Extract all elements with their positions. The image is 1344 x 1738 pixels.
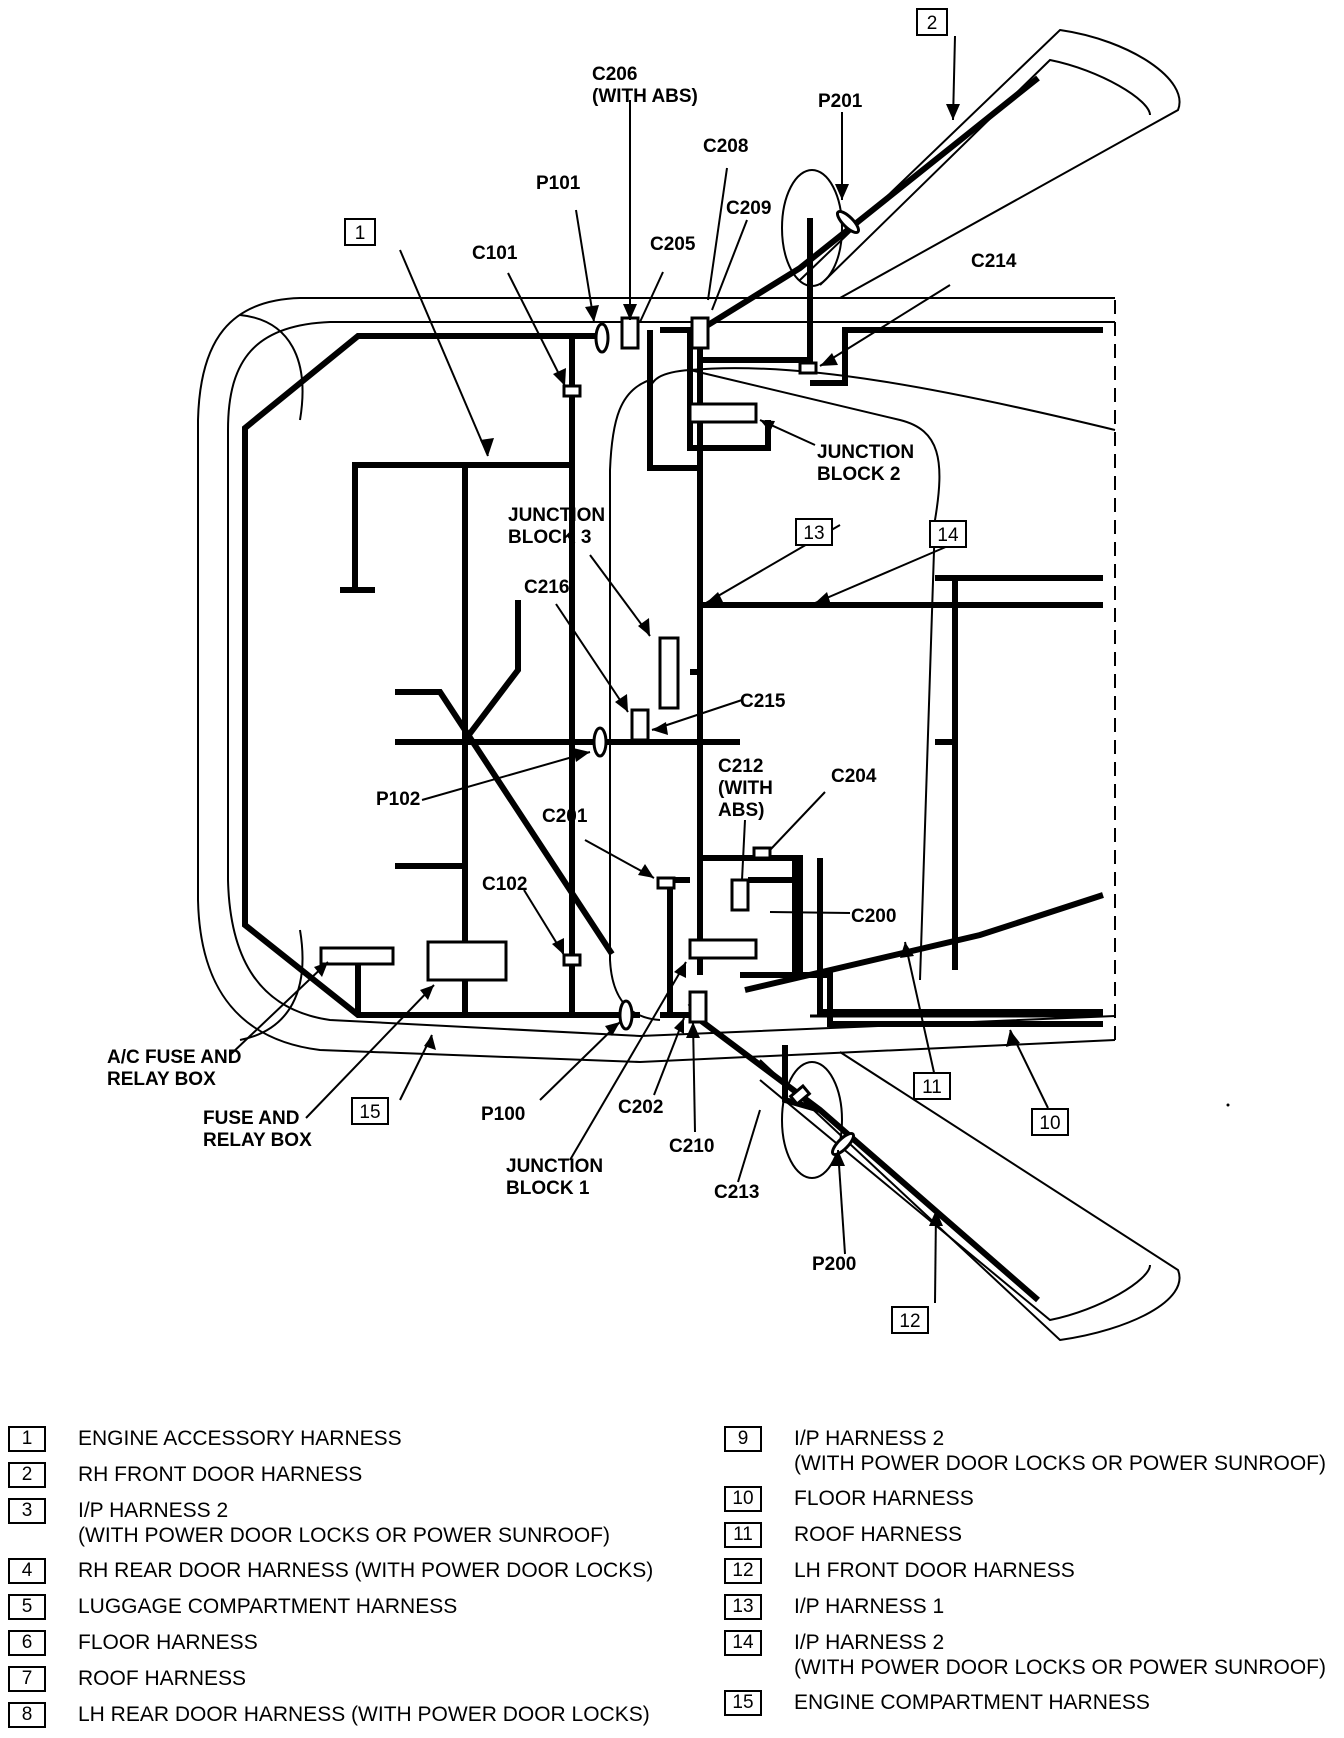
label-c213: C213 (714, 1182, 759, 1203)
harness-tag-number: 2 (927, 13, 938, 34)
legend-text: ENGINE ACCESSORY HARNESS (78, 1427, 402, 1450)
legend-text: RH FRONT DOOR HARNESS (78, 1463, 363, 1486)
legend-number-box: 15 (724, 1690, 762, 1716)
junction-boxes (319, 402, 758, 982)
harness-tag-number: 11 (922, 1077, 942, 1098)
label-c210: C210 (669, 1136, 714, 1157)
harness-tag-number: 14 (937, 525, 959, 546)
legend-text: ENGINE COMPARTMENT HARNESS (794, 1691, 1150, 1714)
label-p201: P201 (818, 91, 863, 112)
label-p101: P101 (536, 173, 581, 194)
legend-text: FLOOR HARNESS (794, 1487, 974, 1510)
legend-text: ROOF HARNESS (78, 1667, 247, 1690)
fuse-relay-box-shape (426, 940, 508, 982)
harness-tag-box (351, 1097, 389, 1125)
label-c200: C200 (851, 906, 896, 927)
legend-text: I/P HARNESS 1 (794, 1595, 945, 1618)
junction-block-2-box (688, 402, 758, 424)
legend-text: LUGGAGE COMPARTMENT HARNESS (78, 1595, 458, 1618)
leader-lines (229, 35, 1049, 1304)
harness-tag-box (1031, 1108, 1069, 1136)
legend-text: RH REAR DOOR HARNESS (WITH POWER DOOR LO… (78, 1559, 654, 1582)
legend-text: ROOF HARNESS (794, 1523, 963, 1546)
legend-text: FLOOR HARNESS (78, 1631, 258, 1654)
legend-number-box: 14 (724, 1630, 762, 1656)
harness-tag-box (344, 218, 376, 246)
legend-number-box: 2 (8, 1462, 46, 1488)
label-p102: P102 (376, 789, 420, 810)
legend-number-box: 7 (8, 1666, 46, 1692)
legend-number-box: 6 (8, 1630, 46, 1656)
legend-number-box: 8 (8, 1702, 46, 1728)
label-c204: C204 (831, 766, 877, 787)
harness-tag-box (916, 8, 948, 36)
legend-number-box: 13 (724, 1594, 762, 1620)
legend-number-box: 4 (8, 1558, 46, 1584)
label-c201: C201 (542, 806, 588, 827)
legend-number-box: 11 (724, 1522, 762, 1548)
legend-text: I/P HARNESS 2(WITH POWER DOOR LOCKS OR P… (78, 1499, 611, 1547)
label-c206: C206(WITH ABS) (592, 64, 698, 107)
legend-text: LH FRONT DOOR HARNESS (794, 1559, 1075, 1582)
legend-text: I/P HARNESS 2(WITH POWER DOOR LOCKS OR P… (794, 1427, 1327, 1475)
stray-dot (1226, 1103, 1230, 1107)
label-c208: C208 (703, 136, 748, 157)
label-c215: C215 (740, 691, 786, 712)
label-c216: C216 (524, 577, 569, 598)
legend-number-box: 12 (724, 1558, 762, 1584)
legend-text: LH REAR DOOR HARNESS (WITH POWER DOOR LO… (78, 1703, 650, 1726)
label-c214: C214 (971, 251, 1017, 272)
label-c205: C205 (650, 234, 696, 255)
label-p100: P100 (481, 1104, 525, 1125)
label-c202: C202 (618, 1097, 663, 1118)
legend-number-box: 10 (724, 1486, 762, 1512)
harness-tag-number: 1 (355, 223, 366, 244)
label-c101: C101 (472, 243, 518, 264)
label-c209: C209 (726, 198, 771, 219)
arrow-heads (314, 104, 1020, 1226)
harness-tag-box (929, 520, 967, 548)
label-p200: P200 (812, 1254, 856, 1275)
junction-block-1-box (688, 938, 758, 960)
legend-number-box: 9 (724, 1426, 762, 1452)
harness-tag-box (891, 1306, 929, 1334)
harness-tag-number: 15 (359, 1102, 380, 1123)
harness-tag-number: 10 (1039, 1113, 1060, 1134)
vehicle-outline (197, 28, 1181, 1342)
harness-tag-box (913, 1072, 951, 1100)
harness-tag-number: 13 (803, 523, 824, 544)
ac-fuse-relay-box-shape (319, 946, 395, 966)
junction-block-3-box (658, 636, 680, 710)
legend-number-box: 1 (8, 1426, 46, 1452)
legend-number-box: 5 (8, 1594, 46, 1620)
harness-tag-box (795, 518, 833, 546)
harness-tag-number: 12 (899, 1311, 920, 1332)
legend-number-box: 3 (8, 1498, 46, 1524)
label-c102: C102 (482, 874, 527, 895)
legend-text: I/P HARNESS 2(WITH POWER DOOR LOCKS OR P… (794, 1631, 1327, 1679)
